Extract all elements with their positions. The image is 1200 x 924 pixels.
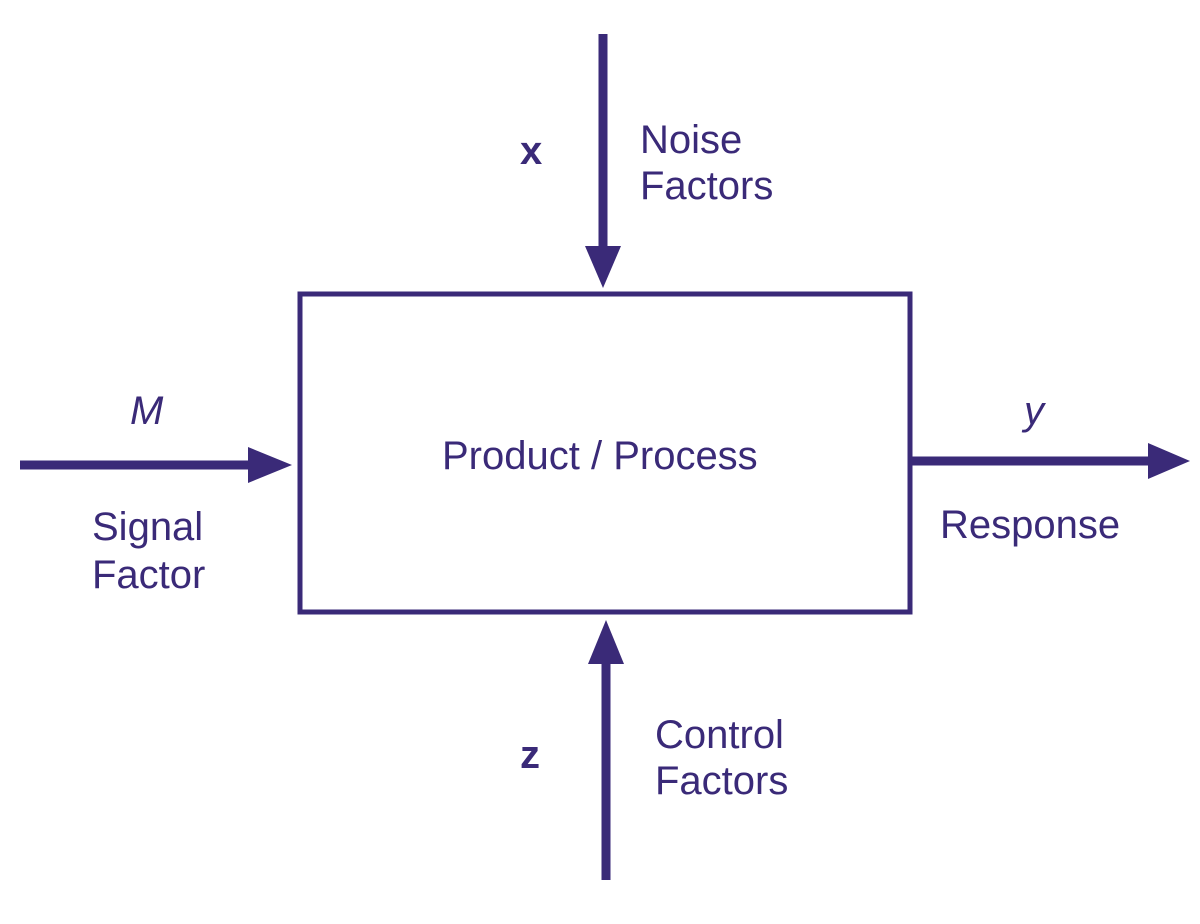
response-symbol: y	[1024, 389, 1044, 433]
response-label: Response	[940, 503, 1121, 547]
noise-label-line2: Factors	[640, 164, 774, 208]
signal-label-line2: Factor	[92, 553, 206, 597]
noise-arrow	[585, 34, 621, 288]
signal-symbol: M	[130, 389, 164, 433]
signal-label-line1: Signal	[92, 505, 204, 549]
control-label-line1: Control	[655, 713, 784, 757]
control-arrow	[588, 620, 624, 880]
response-arrow	[910, 443, 1190, 479]
signal-arrow	[20, 447, 292, 483]
process-box	[297, 291, 913, 615]
control-label-line2: Factors	[655, 759, 789, 803]
process-box-label: Product / Process	[442, 434, 758, 478]
noise-label-line1: Noise	[640, 118, 743, 162]
noise-symbol: x	[520, 129, 543, 173]
control-symbol: z	[520, 733, 540, 777]
